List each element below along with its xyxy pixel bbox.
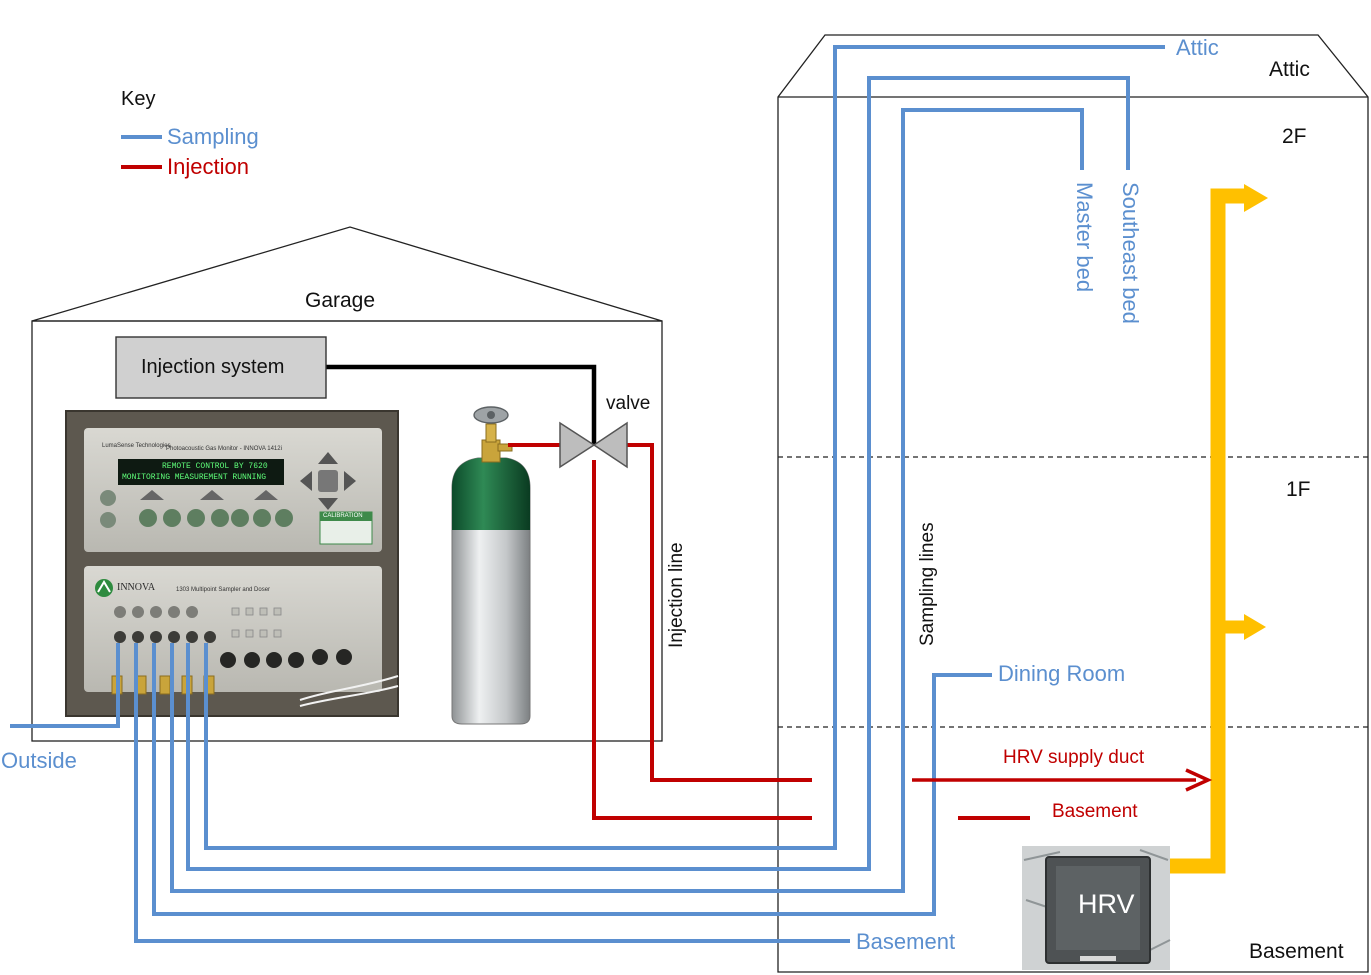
analyzer-display-line1: REMOTE CONTROL BY 7620 [162,462,268,471]
arrow-keypad-icon [300,452,356,510]
innova-logo-icon [95,579,113,597]
sampling-line-southeast-bed [186,76,1130,871]
gas-analyzer-photo [65,410,399,717]
sampling-point-basement: Basement [856,929,956,954]
valve-icon [559,421,628,469]
sampling-point-master-bed: Master bed [1072,182,1097,293]
key-injection-label: Injection [167,154,249,179]
key-title: Key [121,88,156,110]
sampling-line-master-bed [170,108,1084,893]
sampling-lines-label: Sampling lines [917,522,938,646]
sampling-line-basement [134,643,850,943]
sampling-point-attic: Attic [1176,35,1219,60]
hrv-label: HRV [1078,889,1135,919]
cylinder-handwheel-icon [473,406,509,424]
floor-1f-label: 1F [1286,478,1311,501]
house-outline [777,34,1369,973]
floor-2f-label: 2F [1282,125,1307,148]
analyzer-display-line2: MONITORING MEASUREMENT RUNNING [122,473,267,482]
analyzer-brand: LumaSense Technologies [102,443,171,449]
injection-system-label: Injection system [141,356,285,378]
key-sampling-label: Sampling [167,124,259,149]
sampling-point-southeast-bed: Southeast bed [1118,182,1143,324]
hrv-supply-arrow [912,768,1213,792]
multipoint-sampler-panel [84,566,382,692]
analyzer-calibration: CALIBRATION [323,513,363,519]
sampling-line-dining-room [152,643,992,916]
sampler-brand: INNOVA [117,582,156,593]
sampling-line-attic [204,45,1165,850]
garage-title: Garage [305,289,376,312]
sampling-point-outside: Outside [1,748,77,773]
sampling-point-dining-room: Dining Room [998,661,1126,686]
injection-basement-label: Basement [1052,801,1138,822]
sampling-line-outside [10,643,120,728]
floor-basement-label: Basement [1249,940,1344,963]
control-line [326,364,597,445]
analyzer-model: Photoacoustic Gas Monitor - INNOVA 1412i [166,446,282,452]
sampling-lines [10,45,1165,943]
injection-system-box [115,336,327,399]
hrv-unit-photo [1022,846,1171,970]
garage-outline [31,226,663,742]
sampler-model: 1303 Multipoint Sampler and Doser [176,587,271,593]
gas-monitor-display [118,459,284,485]
hrv-supply-duct-label: HRV supply duct [1003,747,1145,768]
floor-attic-label: Attic [1269,58,1310,81]
gas-cylinder [451,406,531,725]
injection-lines [508,443,1030,820]
injection-line-label: Injection line [666,542,687,648]
hrv-supply-duct [1168,184,1268,874]
valve-label: valve [606,393,651,414]
